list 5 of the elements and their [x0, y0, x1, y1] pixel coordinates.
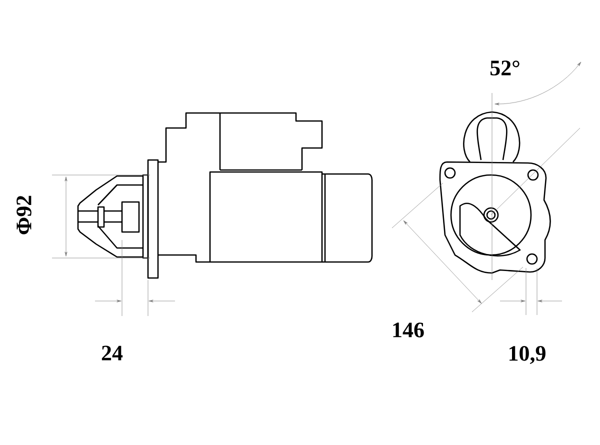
- dimension-label: 10,9: [510, 346, 546, 364]
- dimension-label: 146: [393, 322, 424, 338]
- dimension-label: 52°: [490, 60, 520, 76]
- dimension-label: Φ92: [16, 196, 32, 234]
- dimension-label: 24: [102, 346, 123, 360]
